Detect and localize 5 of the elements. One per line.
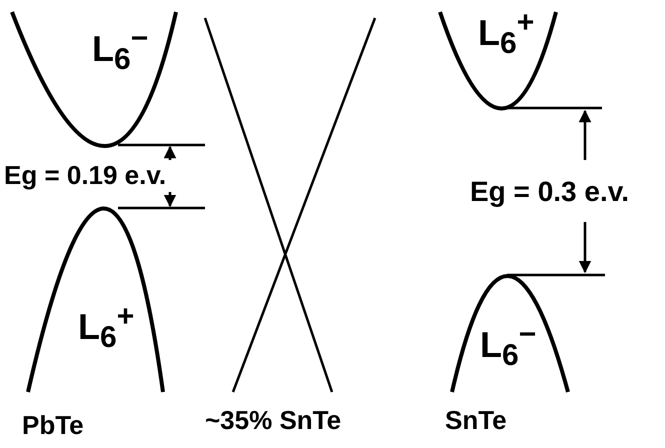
material-label: SnTe: [445, 405, 507, 436]
material-label: PbTe: [22, 410, 84, 441]
energy-gap-label: Eg = 0.3 e.v.: [470, 176, 630, 208]
energy-gap-label: Eg = 0.19 e.v.: [4, 160, 166, 191]
material-label: ~35% SnTe: [205, 405, 342, 436]
